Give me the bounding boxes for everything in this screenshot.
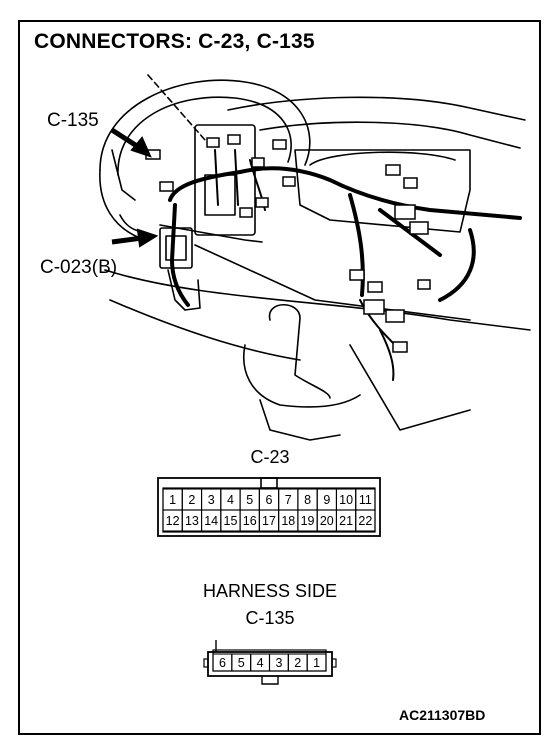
c23-cell-22 (355, 509, 376, 532)
c23-pin-11: 11 (359, 493, 372, 507)
c23-pin-9: 9 (323, 493, 330, 507)
c135-pin-6: 6 (219, 656, 226, 670)
c23-pin-18: 18 (281, 514, 295, 528)
steering-wheel-inner (117, 96, 292, 176)
c135-callout-label: C-135 (47, 110, 99, 131)
c135-pin-1: 1 (313, 656, 320, 670)
c135-pin-4: 4 (257, 656, 264, 670)
c23-pin-3: 3 (208, 493, 215, 507)
c135-label: C-135 (245, 608, 295, 628)
dash-top-line (227, 96, 526, 121)
c135-pin-3: 3 (275, 656, 282, 670)
c23-pin-8: 8 (304, 493, 311, 507)
c023-arrow (111, 235, 143, 245)
c23-pin-17: 17 (262, 514, 276, 528)
c23-pin-16: 16 (243, 514, 257, 528)
c135-pin-2: 2 (294, 656, 301, 670)
c23-pin-6: 6 (266, 493, 273, 507)
steering-wheel-outline (99, 79, 311, 171)
shift-lever (268, 304, 331, 399)
c135-cell-1 (306, 653, 327, 672)
c23-pin-12: 12 (166, 514, 180, 528)
c23-pin-1: 1 (169, 493, 176, 507)
c23-pin-13: 13 (185, 514, 199, 528)
c23-pin-5: 5 (246, 493, 253, 507)
c23-pin-14: 14 (204, 514, 218, 528)
c135-pin-5: 5 (238, 656, 245, 670)
c23-pin-21: 21 (339, 514, 353, 528)
c23-pin-22: 22 (358, 514, 372, 528)
c023b-callout-label: C-023(B) (40, 257, 118, 278)
figure-code: AC211307BD (399, 707, 486, 723)
c23-pin-2: 2 (188, 493, 195, 507)
c23-pin-20: 20 (320, 514, 334, 528)
harness-side-label: HARNESS SIDE (202, 581, 338, 601)
c23-pin-10: 10 (339, 493, 353, 507)
c23-label: C-23 (250, 447, 290, 467)
c23-pin-7: 7 (285, 493, 292, 507)
diagram-frame (18, 20, 541, 735)
c23-pin-4: 4 (227, 493, 234, 507)
wire-harness-main (168, 166, 522, 220)
c23-pin-19: 19 (301, 514, 315, 528)
diagram-title: CONNECTORS: C-23, C-135 (34, 30, 315, 53)
c23-pin-15: 15 (224, 514, 238, 528)
